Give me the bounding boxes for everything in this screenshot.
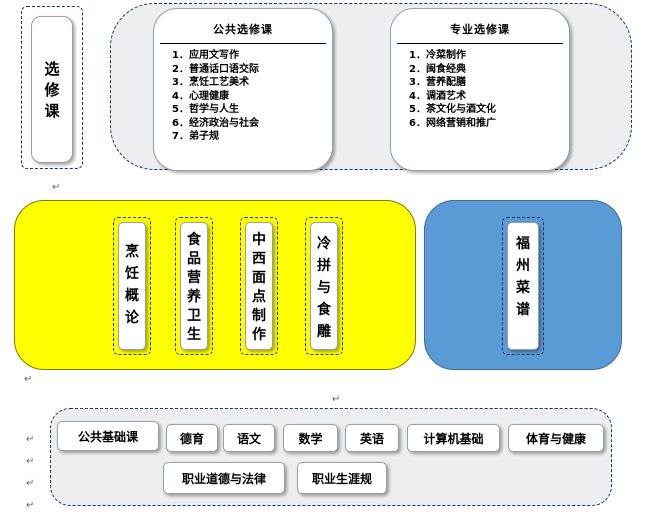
course-char: 面 [252,270,266,286]
basic-course-item: 德育 [166,424,218,452]
course-char: 论 [125,310,139,326]
paragraph-mark: ↵ [52,182,61,193]
core-course-card: 冷 拼 与 食 雕 [310,222,338,350]
core-course-label: 食 品 营 养 卫 生 [181,231,207,345]
professional-elective-card: 专业选修课 1．冷菜制作 2．闽食经典 3．营养配膳 4．调酒艺术 5．茶文化与… [390,8,570,171]
course-char: 谱 [516,302,530,318]
list-item: 7．弟子规 [172,131,219,142]
basic-course-item: 职业生涯规 [297,462,387,494]
list-item: 1．应用文写作 [172,50,239,61]
course-char: 营 [187,270,201,286]
course-char: 品 [187,251,201,267]
elective-char: 课 [44,102,60,120]
core-course-frame [113,217,151,355]
list-item: 2．普通话口语交际 [172,63,259,75]
elective-label-card: 选 修 课 [31,16,73,163]
course-char: 概 [125,288,139,304]
course-char: 福 [516,236,530,252]
list-item: 5．哲学与人生 [172,104,239,115]
basic-course-item: 体育与健康 [508,424,604,452]
paragraph-mark: ↵ [26,456,35,467]
public-elective-list: 1．应用文写作 2．普通话口语交际 3．烹饪工艺美术 4．心理健康 5．哲学与人… [172,49,259,144]
course-char: 作 [252,327,266,343]
course-char: 生 [187,327,201,343]
public-elective-title: 公共选修课 [213,23,273,36]
course-char: 饪 [125,266,139,282]
course-char: 冷 [317,236,331,252]
list-item: 4．调酒艺术 [409,90,466,102]
course-char: 制 [252,308,266,324]
basic-course-item: 职业道德与法律 [163,462,285,494]
course-char: 中 [252,232,266,248]
core-course-frame [175,217,213,355]
core-course-label: 烹 饪 概 论 [119,241,145,329]
basic-course-item: 英语 [345,424,399,452]
paragraph-mark: ↵ [26,500,35,511]
basic-course-item: 数学 [283,424,338,452]
basic-course-item: 计算机基础 [407,424,500,452]
list-item: 3．营养配膳 [409,77,466,88]
list-item: 2．闽食经典 [409,63,466,75]
core-course-card: 食 品 营 养 卫 生 [180,222,208,350]
specialty-course-card: 福 州 菜 谱 [507,222,539,350]
paragraph-mark: ↵ [26,478,35,489]
course-char: 雕 [317,324,331,340]
course-char: 点 [252,289,266,305]
course-char: 与 [317,280,331,296]
professional-elective-list: 1．冷菜制作 2．闽食经典 3．营养配膳 4．调酒艺术 5．茶文化与酒文化 6．… [409,49,496,130]
specialty-course-label: 福 州 菜 谱 [508,233,538,321]
core-course-label: 中 西 面 点 制 作 [246,231,272,345]
basic-course-item: 语文 [223,424,275,452]
core-course-panel [14,200,416,370]
specialty-course-frame [502,217,544,355]
course-char: 拼 [317,258,331,274]
list-item: 6．经济政治与社会 [172,117,259,129]
list-item: 5．茶文化与酒文化 [409,104,496,115]
professional-elective-title: 专业选修课 [450,23,510,36]
course-char: 烹 [125,244,139,260]
basic-course-label: 公共基础课 [57,421,159,451]
elective-label: 选 修 课 [32,59,72,122]
core-course-card: 中 西 面 点 制 作 [245,222,273,350]
elective-char: 选 [44,60,60,78]
list-item: 1．冷菜制作 [409,50,466,61]
course-char: 西 [252,251,266,267]
list-item: 6．网络营销和推广 [409,117,496,129]
core-course-label: 冷 拼 与 食 雕 [311,233,337,343]
list-item: 3．烹饪工艺美术 [172,77,249,88]
course-char: 州 [516,258,530,274]
course-char: 食 [317,302,331,318]
core-course-card: 烹 饪 概 论 [118,222,146,350]
divider [397,43,563,44]
elective-char: 修 [44,81,60,99]
core-course-frame [305,217,343,355]
paragraph-mark: ↵ [26,434,35,445]
paragraph-mark: ↵ [332,394,341,405]
list-item: 4．心理健康 [172,90,229,102]
public-elective-card: 公共选修课 1．应用文写作 2．普通话口语交际 3．烹饪工艺美术 4．心理健康 … [153,8,333,171]
divider [160,43,326,44]
course-char: 菜 [516,280,530,296]
core-course-frame [240,217,278,355]
course-char: 养 [187,289,201,305]
course-char: 卫 [187,308,201,324]
elective-label-frame [21,6,83,169]
paragraph-mark: ↵ [24,374,33,385]
course-char: 食 [187,232,201,248]
